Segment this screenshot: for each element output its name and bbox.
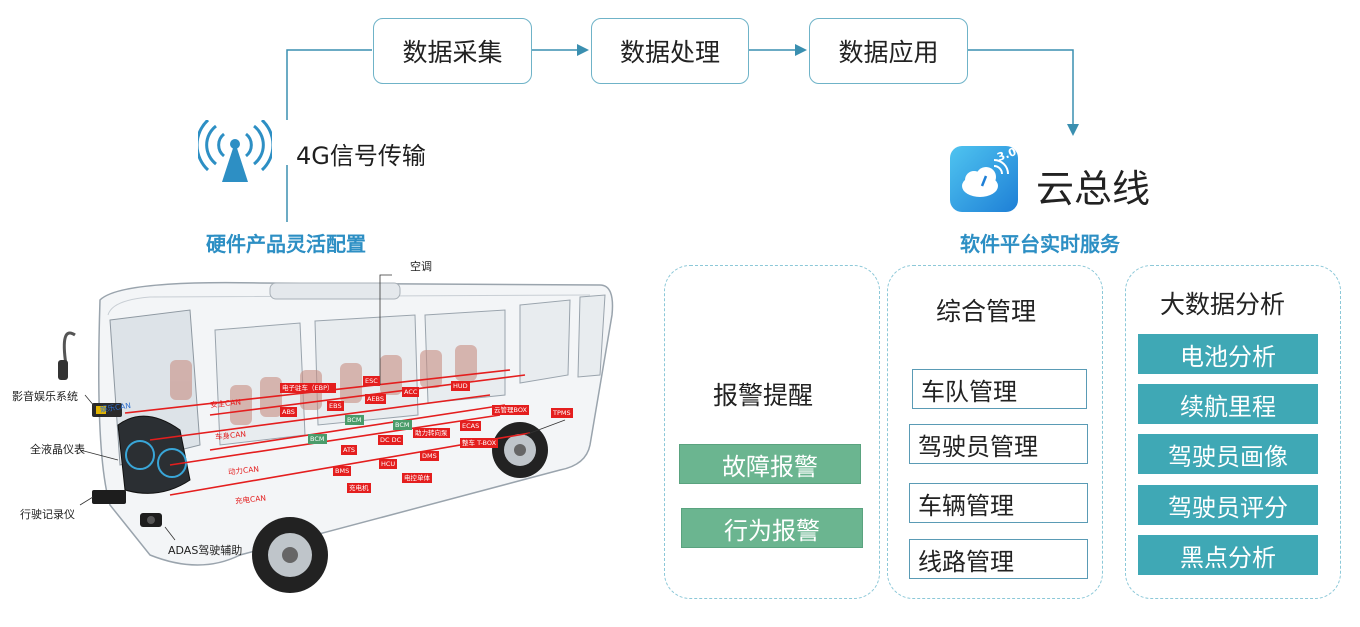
tag-ecas: ECAS <box>460 421 482 431</box>
antenna-signal-icon <box>198 120 272 182</box>
tag-abs: ABS <box>280 407 297 417</box>
label-adas: ADAS驾驶辅助 <box>168 544 243 557</box>
tag-charger: 充电机 <box>347 483 371 493</box>
alarm-panel-title: 报警提醒 <box>713 381 814 410</box>
tag-eps: 助力转向泵 <box>413 428 450 438</box>
tag-dms: DMS <box>420 451 439 461</box>
tag-bcm-3: BCM <box>345 415 364 425</box>
tag-dcdc: DC DC <box>378 435 404 445</box>
tag-bms: BMS <box>333 466 352 476</box>
vehicle-management-item[interactable]: 车辆管理 <box>909 483 1088 523</box>
tag-epb: 电子驻车（EBP） <box>280 383 336 393</box>
flow-step-collect: 数据采集 <box>373 18 532 84</box>
alarm-panel <box>664 265 880 599</box>
driver-management-item[interactable]: 驾驶员管理 <box>909 424 1088 464</box>
blackspot-analysis-item[interactable]: 黑点分析 <box>1138 535 1318 575</box>
tag-ebs: EBS <box>327 401 344 411</box>
tag-tpms: TPMS <box>551 408 573 418</box>
fault-alarm-item[interactable]: 故障报警 <box>679 444 861 484</box>
behavior-alarm-item[interactable]: 行为报警 <box>681 508 863 548</box>
arrow-apply-cloud <box>967 49 1079 136</box>
transmission-label: 4G信号传输 <box>296 142 426 170</box>
tag-tbox: 整车 T-BOX <box>460 438 499 448</box>
label-driving-recorder: 行驶记录仪 <box>20 508 75 521</box>
cloud-bus-logo-icon: 3.0 <box>950 146 1018 212</box>
bigdata-panel-title: 大数据分析 <box>1160 290 1286 319</box>
flow-step-apply: 数据应用 <box>809 18 968 84</box>
flow-step-process: 数据处理 <box>591 18 749 84</box>
driver-profile-item[interactable]: 驾驶员画像 <box>1138 434 1318 474</box>
software-caption: 软件平台实时服务 <box>960 232 1120 256</box>
label-lcd-dashboard: 全液晶仪表 <box>30 443 85 456</box>
tag-cloud-box: 云管理BOX <box>492 405 529 415</box>
tag-bcm-1: BCM <box>393 420 412 430</box>
range-mileage-item[interactable]: 续航里程 <box>1138 384 1318 424</box>
uplink-line <box>286 49 372 120</box>
hardware-caption: 硬件产品灵活配置 <box>206 232 366 256</box>
cloud-bus-name: 云总线 <box>1036 167 1151 211</box>
driver-rating-item[interactable]: 驾驶员评分 <box>1138 485 1318 525</box>
tag-motor-unit: 电控单体 <box>402 473 432 483</box>
tag-hcu: HCU <box>379 459 398 469</box>
route-management-item[interactable]: 线路管理 <box>909 539 1088 579</box>
tag-ats: ATS <box>341 445 358 455</box>
management-panel-title: 综合管理 <box>936 297 1037 326</box>
tag-esc: ESC <box>363 376 380 386</box>
tag-hud: HUD <box>451 381 470 391</box>
fleet-management-item[interactable]: 车队管理 <box>912 369 1087 409</box>
label-air-conditioner: 空调 <box>410 260 432 273</box>
tag-acc: ACC <box>402 387 420 397</box>
battery-analysis-item[interactable]: 电池分析 <box>1138 334 1318 374</box>
tag-bcm-2: BCM <box>308 434 327 444</box>
tag-aebs: AEBS <box>365 394 387 404</box>
label-entertainment-system: 影音娱乐系统 <box>12 390 78 403</box>
